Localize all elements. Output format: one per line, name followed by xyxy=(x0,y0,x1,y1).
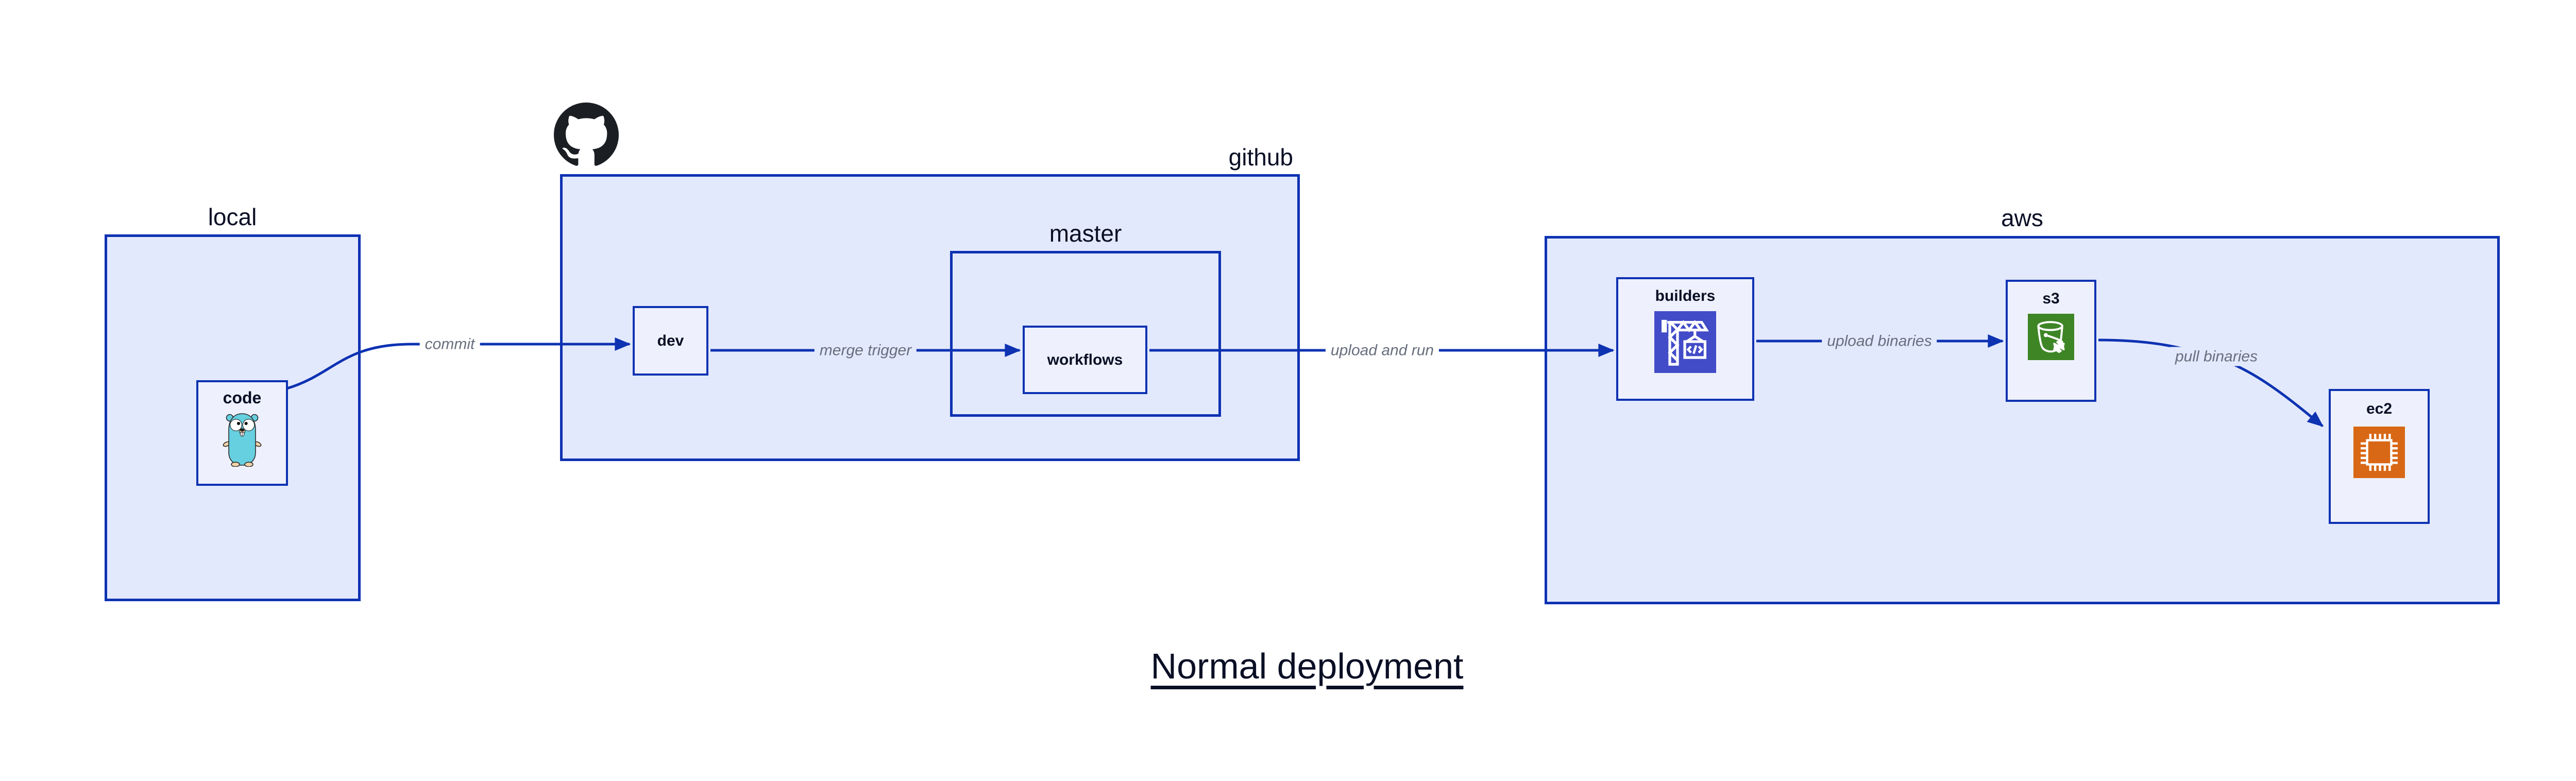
edge-label-commit: commit xyxy=(419,334,480,354)
codebuild-crane-icon xyxy=(1654,311,1716,373)
node-workflows: workflows xyxy=(1023,326,1147,394)
node-workflows-label: workflows xyxy=(1047,351,1123,368)
container-aws-label: aws xyxy=(2001,205,2043,231)
github-octocat-logo xyxy=(554,103,619,166)
edge-label-upload-binaries: upload binaries xyxy=(1822,331,1937,351)
node-s3: s3 xyxy=(2006,280,2096,402)
node-code: code xyxy=(196,380,288,486)
edge-label-pull-binaries: pull binaries xyxy=(2170,347,2263,366)
container-local-label: local xyxy=(208,203,257,230)
s3-bucket-snowflake-icon xyxy=(2028,314,2074,360)
node-code-label: code xyxy=(223,388,262,407)
node-ec2: ec2 xyxy=(2329,389,2430,524)
edge-label-upload-and-run: upload and run xyxy=(1325,341,1439,360)
container-master-label: master xyxy=(1049,220,1122,247)
container-github-label: github xyxy=(1228,144,1293,171)
node-builders: builders xyxy=(1616,277,1754,401)
node-dev: dev xyxy=(633,306,708,376)
node-builders-label: builders xyxy=(1655,287,1716,304)
node-dev-label: dev xyxy=(657,332,684,349)
edge-label-merge-trigger: merge trigger xyxy=(814,341,917,360)
diagram-title: Normal deployment xyxy=(1150,646,1464,686)
go-gopher-icon xyxy=(223,413,262,467)
node-s3-label: s3 xyxy=(2042,290,2060,307)
ec2-chip-icon xyxy=(2353,427,2405,478)
node-ec2-label: ec2 xyxy=(2366,400,2393,417)
